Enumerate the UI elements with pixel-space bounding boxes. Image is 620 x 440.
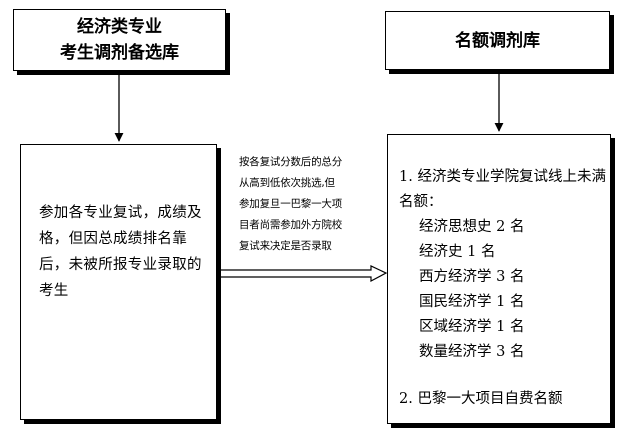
transfer-note-line: 按各复试分数后的总分 <box>239 156 342 168</box>
quota-item-2: 2. 巴黎一大项目自费名额 <box>399 391 563 407</box>
candidates-description-box: 参加各专业复试，成绩及格，但因总成绩排名靠后，未被所报专业录取的考生 <box>20 144 217 420</box>
transfer-note-line: 复试来决定是否录取 <box>239 240 332 252</box>
major-quota-item: 经济史 1 名 <box>419 244 496 260</box>
major-quota-item: 经济思想史 2 名 <box>419 219 525 235</box>
candidate-pool-title-line1: 经济类专业 <box>77 17 162 37</box>
quota-pool-title: 名额调剂库 <box>455 30 540 51</box>
major-quota-item: 区域经济学 1 名 <box>419 319 525 335</box>
candidate-pool-box: 经济类专业 考生调剂备选库 <box>13 9 226 71</box>
transfer-note-line: 参加复旦一巴黎一大项 <box>239 198 342 210</box>
major-quota-item: 国民经济学 1 名 <box>419 294 525 310</box>
transfer-note-line: 从高到低依次挑选,但 <box>239 177 335 189</box>
transfer-arrow <box>216 265 388 282</box>
quota-list-box: 1. 经济类专业学院复试线上未满名额： 经济思想史 2 名 经济史 1 名 西方… <box>387 134 611 424</box>
quota-pool-box: 名额调剂库 <box>385 11 610 70</box>
quota-item-1-heading: 1. 经济类专业学院复试线上未满名额： <box>399 169 606 210</box>
quota-list: 1. 经济类专业学院复试线上未满名额： 经济思想史 2 名 经济史 1 名 西方… <box>399 165 607 412</box>
candidate-pool-title-line2: 考生调剂备选库 <box>60 43 179 63</box>
major-quota-item: 数量经济学 3 名 <box>419 344 525 360</box>
transfer-note-line: 目者尚需参加外方院校 <box>239 219 342 231</box>
major-quota-item: 西方经济学 3 名 <box>419 269 525 285</box>
candidates-description: 参加各专业复试，成绩及格，但因总成绩排名靠后，未被所报专业录取的考生 <box>39 205 202 299</box>
transfer-note: 按各复试分数后的总分 从高到低依次挑选,但 参加复旦一巴黎一大项 目者尚需参加外… <box>239 152 377 257</box>
